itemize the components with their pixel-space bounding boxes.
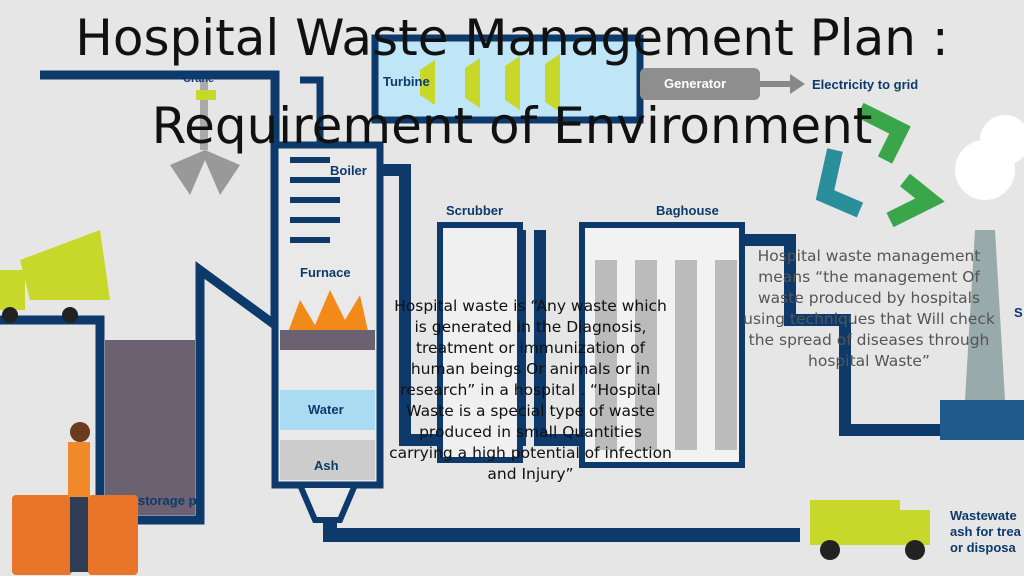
label-ash: Ash: [314, 458, 339, 473]
label-baghouse: Baghouse: [656, 203, 719, 218]
page-title-line2: Requirement of Environment: [151, 97, 873, 155]
label-wastewater-2: ash for trea: [950, 524, 1021, 539]
label-turbine: Turbine: [383, 74, 430, 89]
label-crane: Crane: [183, 73, 215, 85]
definition-text: Hospital waste is “Any waste which is ge…: [389, 297, 672, 483]
label-generator: Generator: [664, 76, 727, 91]
label-furnace: Furnace: [300, 265, 351, 280]
management-text: Hospital waste management means “the man…: [743, 247, 995, 370]
label-stack: S: [1014, 305, 1023, 320]
label-storage-pit: storage pit: [138, 493, 205, 508]
label-wastewater-3: or disposa: [950, 540, 1016, 555]
label-electricity: Electricity to grid: [812, 77, 919, 92]
page-title-line1: Hospital Waste Management Plan :: [75, 9, 949, 67]
label-wastewater-1: Wastewate: [950, 508, 1017, 523]
label-water: Water: [308, 402, 344, 417]
label-scrubber: Scrubber: [446, 203, 504, 218]
label-boiler: Boiler: [330, 163, 367, 178]
